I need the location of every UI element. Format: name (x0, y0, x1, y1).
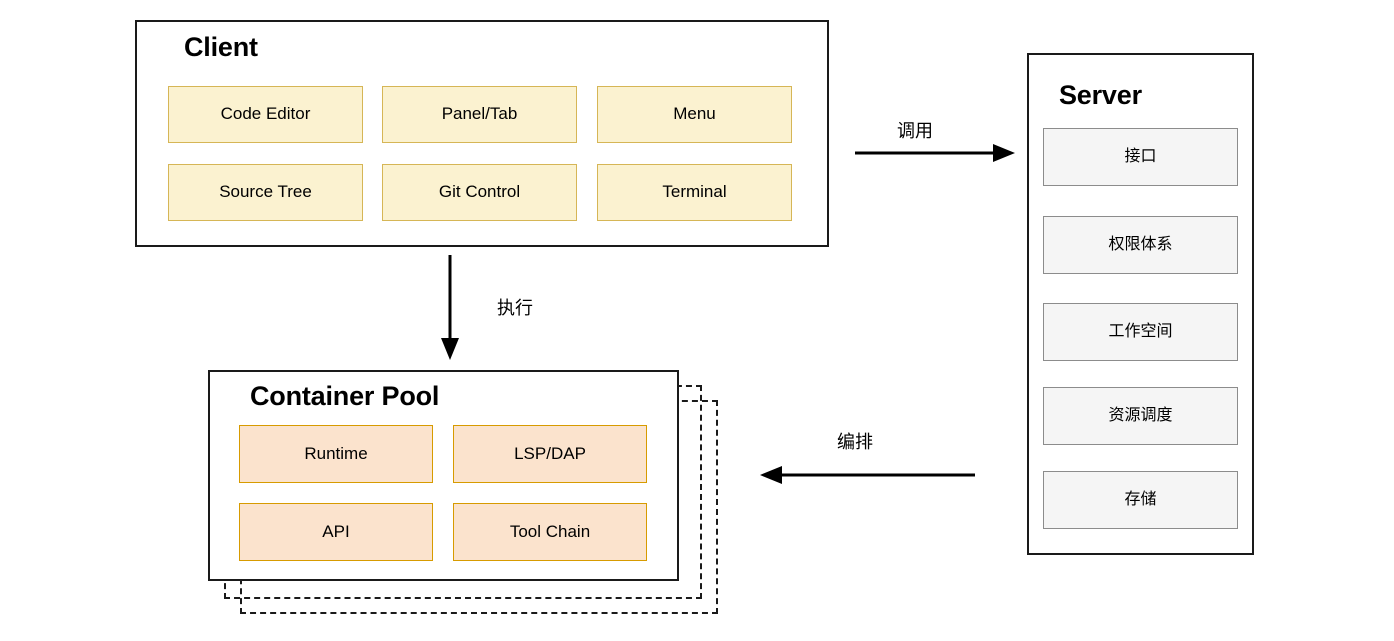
client-item-source-tree[interactable]: Source Tree (168, 164, 363, 221)
client-title: Client (184, 32, 258, 62)
server-item-resource-scheduling[interactable]: 资源调度 (1043, 387, 1238, 445)
container-pool-item-runtime[interactable]: Runtime (239, 425, 433, 483)
client-item-git-control[interactable]: Git Control (382, 164, 577, 221)
arrow-label-invoke: 调用 (897, 121, 933, 141)
server-item-interface[interactable]: 接口 (1043, 128, 1238, 186)
container-pool-item-tool-chain[interactable]: Tool Chain (453, 503, 647, 561)
arrow-client-to-pool (440, 255, 460, 360)
container-pool-item-api[interactable]: API (239, 503, 433, 561)
server-item-workspace[interactable]: 工作空间 (1043, 303, 1238, 361)
server-item-permissions[interactable]: 权限体系 (1043, 216, 1238, 274)
container-pool-title: Container Pool (250, 381, 440, 411)
arrow-label-execute: 执行 (497, 298, 533, 318)
container-pool-item-lsp-dap[interactable]: LSP/DAP (453, 425, 647, 483)
server-item-storage[interactable]: 存储 (1043, 471, 1238, 529)
arrow-server-to-pool (760, 465, 975, 485)
client-item-menu[interactable]: Menu (597, 86, 792, 143)
client-item-panel-tab[interactable]: Panel/Tab (382, 86, 577, 143)
client-item-terminal[interactable]: Terminal (597, 164, 792, 221)
client-item-code-editor[interactable]: Code Editor (168, 86, 363, 143)
server-title: Server (1059, 80, 1142, 110)
arrow-client-to-server (855, 143, 1015, 163)
arrow-label-orchestrate: 编排 (837, 432, 873, 452)
